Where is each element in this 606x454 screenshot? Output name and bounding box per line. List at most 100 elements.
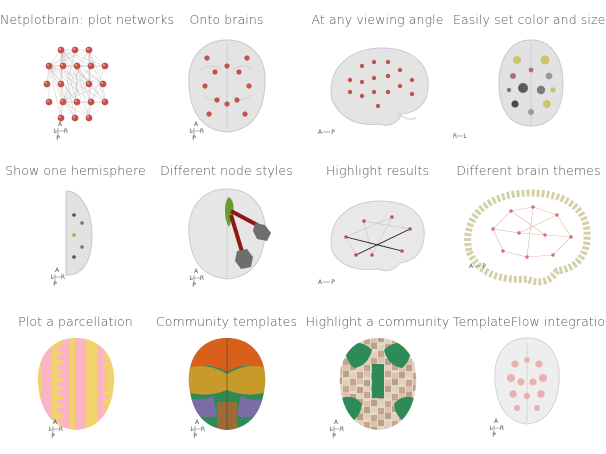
parcel-region [75,350,86,361]
parcel-region [103,417,114,428]
parcel-region [97,351,108,362]
network-edge [60,49,92,67]
background-parcel [364,401,370,407]
node-highlight [87,82,89,84]
orient-posterior-label: P [53,281,57,288]
parcel-region [69,379,80,390]
theme-edge [556,214,572,238]
background-parcel [357,366,363,372]
brain-node [214,97,220,103]
parcel-region [114,352,115,363]
parcel-region [69,433,80,444]
panel-one-hemisphere: Show one hemisphere A L R P [0,151,151,302]
background-parcel [413,406,417,412]
brain-node [236,69,242,75]
parcel-region [75,422,86,430]
orient-posterior-label: P [193,433,197,440]
parcel-region [97,423,108,430]
background-parcel [343,359,349,365]
parcel-region [37,386,41,397]
parcel-region [97,396,108,407]
background-parcel [364,413,370,419]
background-parcel [385,365,391,371]
background-parcel [371,406,377,412]
parcel-region [37,404,41,415]
template-node [534,405,540,411]
background-parcel [339,345,342,351]
background-parcel [364,359,370,365]
node-highlight [47,100,49,102]
parcel-region [58,417,69,428]
orient-anterior-label: A [194,268,199,275]
orient-right-label: R [59,426,63,433]
parcel-region [75,341,86,352]
background-parcel [357,378,363,384]
orient-anterior-label: A [194,121,199,128]
brain-node [234,97,240,103]
result-node [390,215,394,219]
parcel-region [69,352,80,363]
parcel-region [114,397,115,408]
network-edge [88,49,106,103]
parcel-region [114,338,115,345]
network-edge [60,49,90,119]
orient-anterior-label: A [53,419,58,426]
parcellation-figure: A L R P [37,338,115,445]
orientation-marker: A L R P [53,121,68,142]
sized-node [518,83,528,93]
hemisphere-node [72,255,76,259]
background-parcel [364,365,370,371]
parcel-region [37,377,41,388]
network-node [101,98,109,106]
panel-title: Different node styles [160,163,293,178]
background-parcel [364,428,370,430]
background-parcel [420,387,426,393]
parcel-region [86,416,97,427]
network-node [59,62,67,70]
parcel-region [86,344,97,355]
brain-coronal-figure: R L [453,39,564,140]
brain-node [385,89,391,95]
panel-title: Community templates [155,314,298,329]
orientation-marker: A L R P [189,121,204,142]
network-node [71,114,79,122]
background-parcel [413,421,417,427]
sized-node [506,87,512,93]
background-parcel [350,427,356,430]
result-node [400,249,404,253]
network-edge [60,49,76,119]
theme-node [555,213,559,217]
brain-node [202,83,208,89]
brain-node [212,69,218,75]
background-parcel [399,420,405,426]
node-highlight [75,64,77,66]
parcel-region [41,371,52,382]
template-node [529,378,537,386]
network-edge [48,65,76,119]
result-node [354,253,358,257]
node-highlight [73,116,75,118]
orientation-marker: A L R P [189,268,204,289]
sized-node [540,55,550,65]
parcel-region [52,360,63,371]
network-edge [62,49,90,103]
node-highlight [87,48,89,50]
background-parcel [343,413,349,419]
background-parcel [392,421,398,427]
theme-edge [532,206,558,216]
network-edge [48,65,64,103]
background-parcel [371,400,377,406]
theme-node [543,233,547,237]
background-parcel [378,408,384,414]
panel-viewing-angle: At any viewing angle A P [302,0,453,151]
parcel-region [58,372,69,383]
parcel-region [41,389,52,400]
background-parcel [420,429,426,435]
parcel-region [86,434,97,445]
orient-anterior-label: A [494,418,499,425]
panel-title: Plot a parcellation [18,314,133,329]
orientation-marker: A L R P [329,419,344,440]
orient-posterior-label: P [332,433,336,440]
parcel-region [103,408,114,419]
background-parcel [392,427,398,430]
